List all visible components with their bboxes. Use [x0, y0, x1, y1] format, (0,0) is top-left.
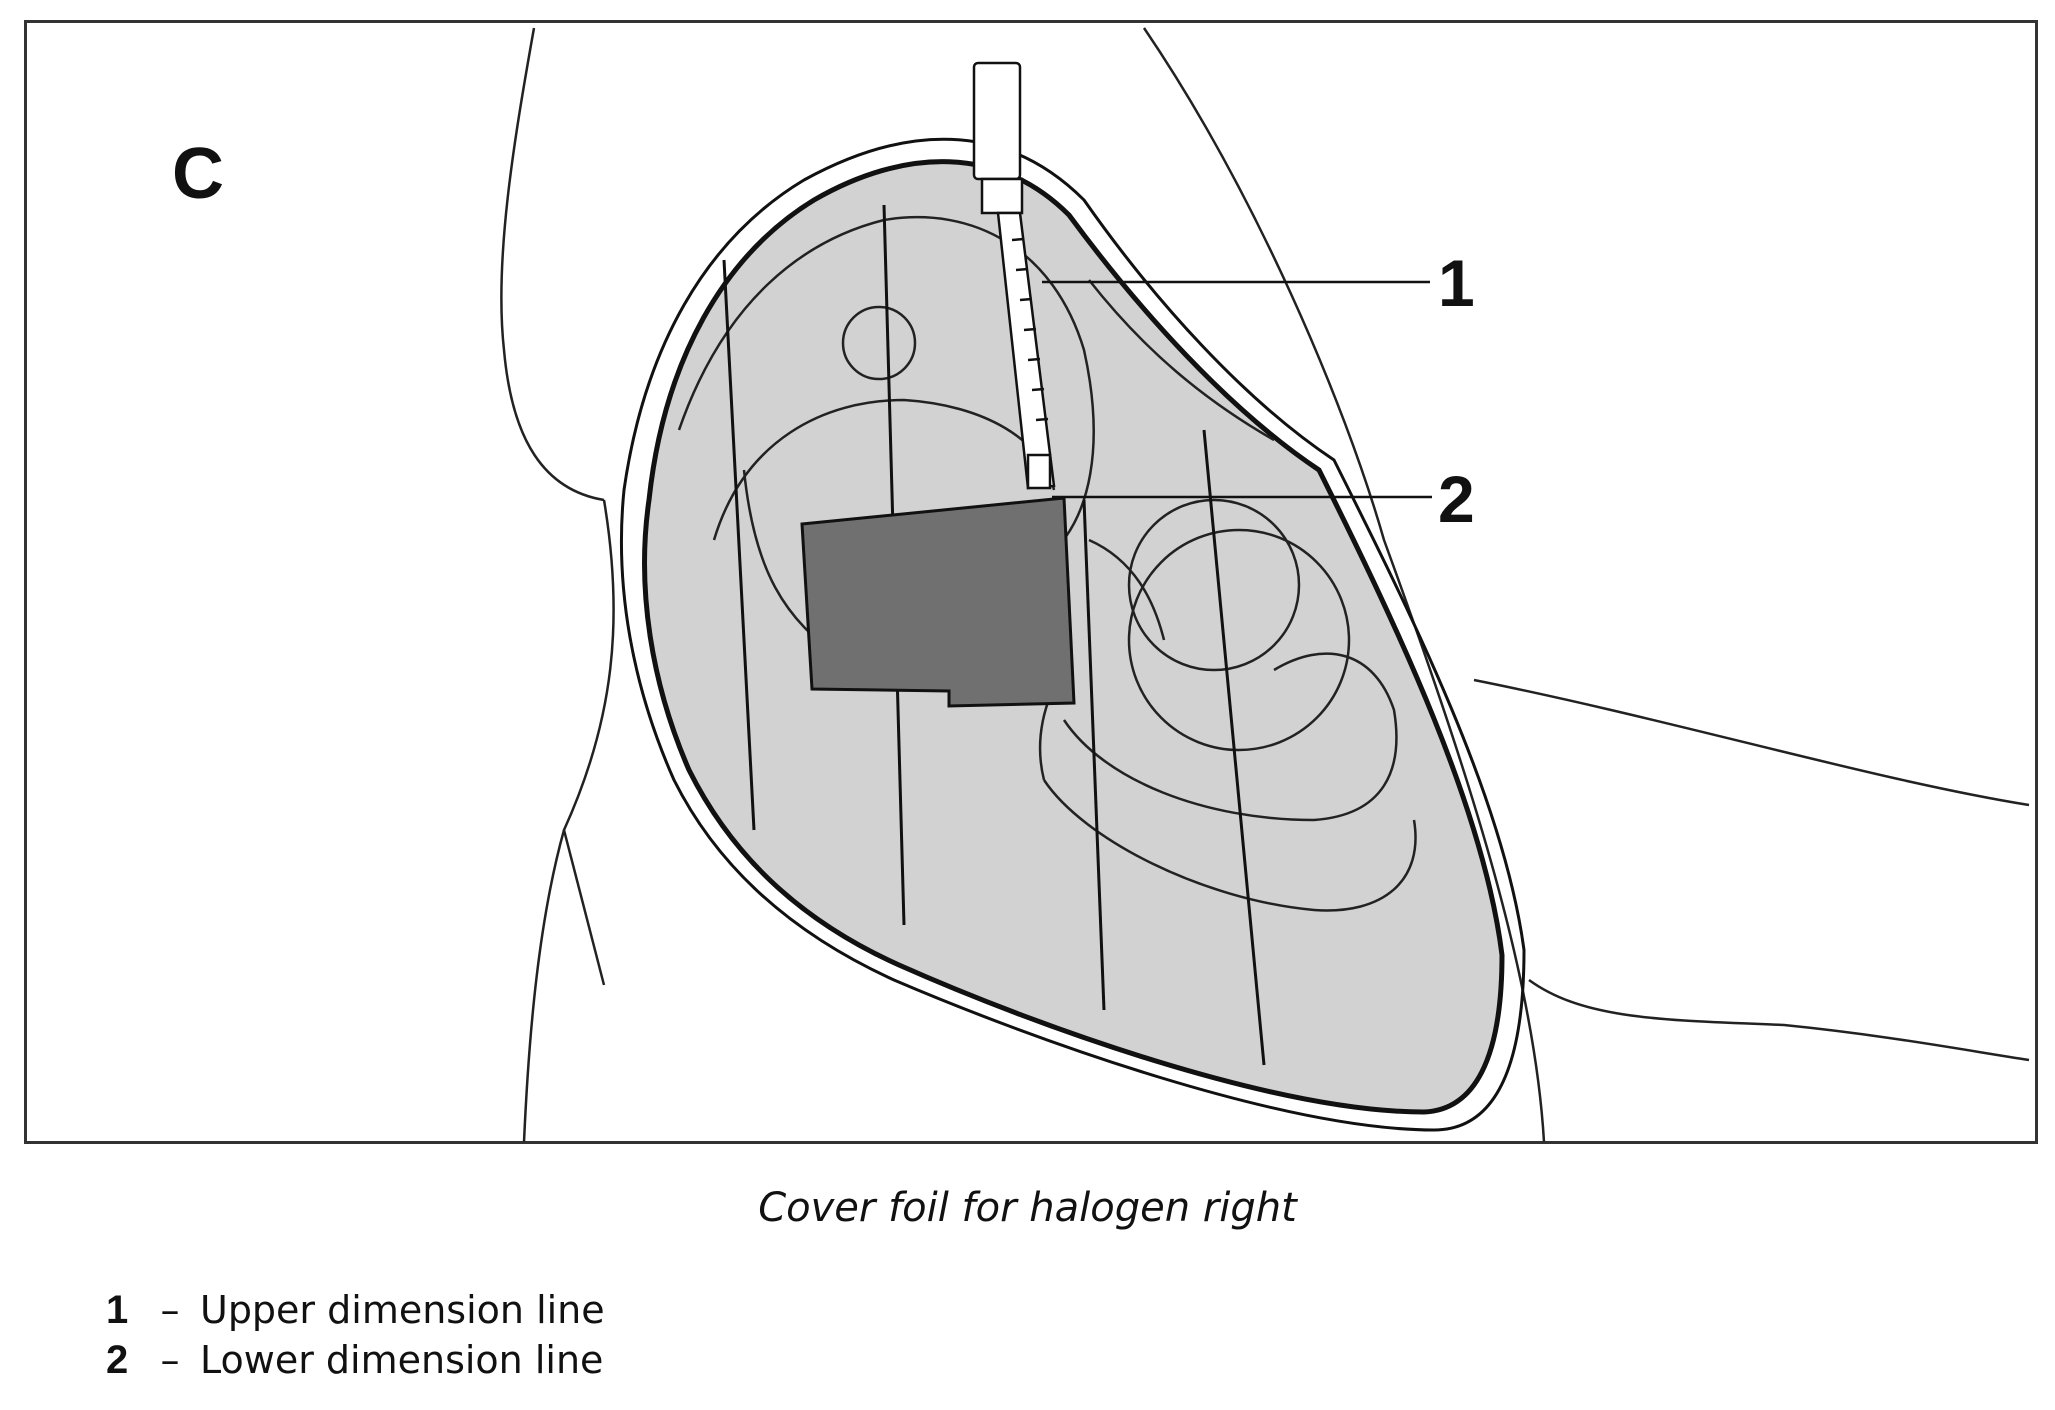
- legend-text: Lower dimension line: [200, 1338, 604, 1382]
- legend-dash: –: [160, 1338, 180, 1382]
- view-letter: C: [172, 134, 224, 214]
- legend-item: 1–Upper dimension line: [106, 1285, 605, 1335]
- headlight-lens: [642, 159, 1505, 1115]
- legend-number: 2: [106, 1338, 129, 1382]
- legend-text: Upper dimension line: [200, 1288, 605, 1332]
- car-body-lines: [500, 27, 2030, 1143]
- cover-foil: [800, 496, 1076, 708]
- callout-1: 1: [1438, 246, 1475, 320]
- callout-2: 2: [1438, 462, 1475, 536]
- legend-number: 1: [106, 1288, 129, 1332]
- headlight-illustration: C 1 2: [24, 20, 2038, 1144]
- measuring-tool: [972, 61, 1056, 490]
- legend: 1–Upper dimension line 2–Lower dimension…: [106, 1285, 605, 1385]
- legend-dash: –: [160, 1288, 180, 1332]
- headlight-housing: [619, 137, 1526, 1132]
- figure-caption: Cover foil for halogen right: [758, 1185, 1297, 1231]
- legend-item: 2–Lower dimension line: [106, 1335, 605, 1385]
